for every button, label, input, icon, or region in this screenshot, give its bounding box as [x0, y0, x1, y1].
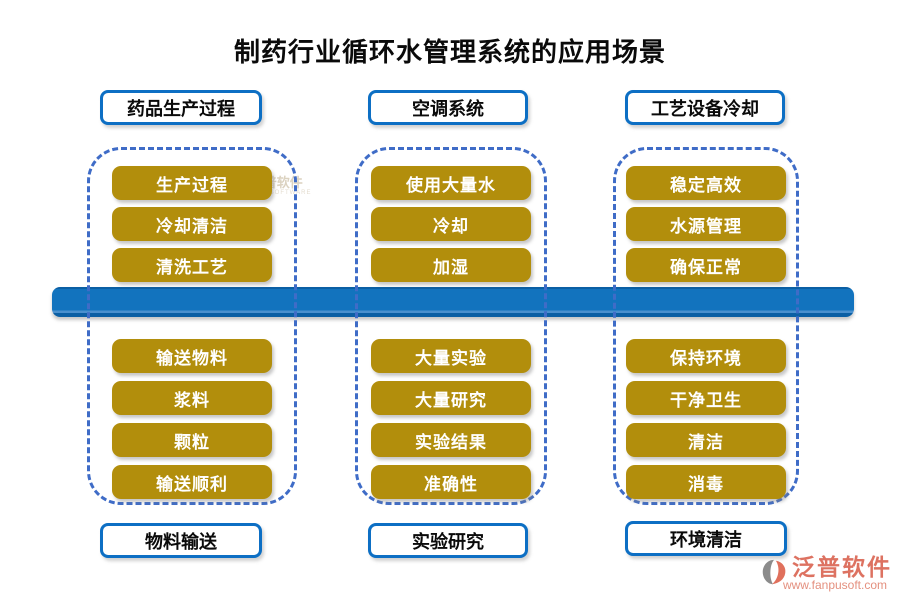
page-title: 制药行业循环水管理系统的应用场景: [233, 37, 666, 67]
bottom-header-label: 环境清洁: [670, 529, 742, 550]
bottom-header-environment-cleaning: 环境清洁: [625, 521, 787, 556]
upper-node-group: 稳定高效 水源管理 确保正常: [616, 166, 796, 282]
upper-node-group: 使用大量水 冷却 加湿: [358, 166, 544, 282]
diagram-node: 冷却清洁: [112, 207, 272, 241]
diagram-node: 加湿: [371, 248, 531, 282]
brand-logo: 泛普软件 www.fanpusoft.com: [759, 555, 892, 592]
container-hvac-system: 使用大量水 冷却 加湿 大量实验 大量研究 实验结果 准确性: [355, 147, 547, 505]
bottom-header-label: 实验研究: [412, 531, 484, 552]
lower-node-group: 保持环境 干净卫生 清洁 消毒: [616, 339, 796, 499]
bottom-header-material-transport: 物料输送: [100, 523, 262, 558]
diagram-node: 大量实验: [371, 339, 531, 373]
top-header-label: 工艺设备冷却: [651, 98, 759, 119]
top-header-equipment-cooling: 工艺设备冷却: [625, 90, 785, 125]
container-environment-cleaning: 稳定高效 水源管理 确保正常 保持环境 干净卫生 清洁 消毒: [613, 147, 799, 505]
diagram-node: 输送物料: [112, 339, 272, 373]
bottom-header-label: 物料输送: [145, 531, 217, 552]
brand-url: www.fanpusoft.com: [782, 578, 888, 592]
diagram-node: 准确性: [371, 465, 531, 499]
diagram-node: 保持环境: [626, 339, 786, 373]
diagram-node: 消毒: [626, 465, 786, 499]
diagram-node: 确保正常: [626, 248, 786, 282]
bottom-header-experiment-research: 实验研究: [368, 523, 528, 558]
diagram-node: 清洗工艺: [112, 248, 272, 282]
brand-logo-icon: [762, 559, 786, 585]
container-pharma-production: 生产过程 冷却清洁 清洗工艺 输送物料 浆料 颗粒 输送顺利: [87, 147, 297, 505]
diagram-node: 干净卫生: [626, 381, 786, 415]
diagram-node: 浆料: [112, 381, 272, 415]
diagram-node: 颗粒: [112, 423, 272, 457]
diagram-node: 水源管理: [626, 207, 786, 241]
brand-name: 泛普软件: [792, 554, 892, 580]
lower-node-group: 大量实验 大量研究 实验结果 准确性: [358, 339, 544, 499]
divider-bar: [52, 287, 854, 317]
top-header-pharma-production: 药品生产过程: [100, 90, 262, 125]
diagram-node: 实验结果: [371, 423, 531, 457]
diagram-node: 清洁: [626, 423, 786, 457]
lower-node-group: 输送物料 浆料 颗粒 输送顺利: [90, 339, 294, 499]
diagram-node: 稳定高效: [626, 166, 786, 200]
diagram-node: 输送顺利: [112, 465, 272, 499]
diagram-node: 生产过程: [112, 166, 272, 200]
top-header-hvac-system: 空调系统: [368, 90, 528, 125]
diagram-node: 冷却: [371, 207, 531, 241]
upper-node-group: 生产过程 冷却清洁 清洗工艺: [90, 166, 294, 282]
diagram-node: 使用大量水: [371, 166, 531, 200]
top-header-label: 药品生产过程: [127, 98, 235, 119]
diagram-node: 大量研究: [371, 381, 531, 415]
top-header-label: 空调系统: [412, 98, 484, 119]
